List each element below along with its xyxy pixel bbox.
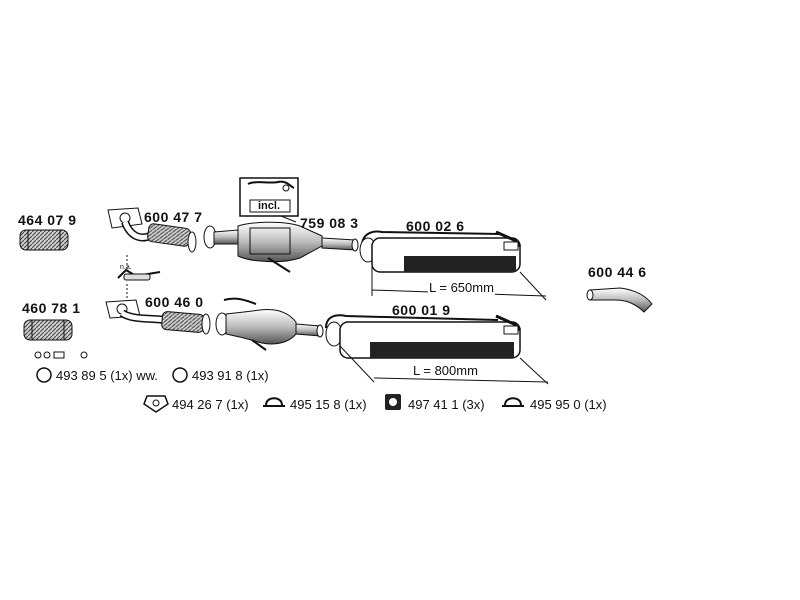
flex-pipe-464079	[19, 229, 69, 251]
ref-497411: 497 41 1 (3x)	[408, 397, 485, 412]
ref-494267: 494 26 7 (1x)	[172, 397, 249, 412]
incl-label: incl.	[258, 200, 281, 212]
gasket-ring-icon-1	[36, 367, 52, 383]
small-fittings-icon	[34, 351, 88, 359]
part-number-600460: 600 46 0	[145, 294, 204, 310]
included-kit-box	[239, 177, 299, 217]
length-label-650: L = 650mm	[428, 280, 495, 295]
ref-495158: 495 15 8 (1x)	[290, 397, 367, 412]
part-number-464079: 464 07 9	[18, 212, 77, 228]
silencer-600026	[359, 230, 547, 301]
flange-gasket-icon	[143, 395, 169, 413]
rubber-mount-icon	[385, 394, 401, 410]
tail-pipe-600446	[586, 287, 653, 313]
sensor-part	[117, 255, 161, 300]
clamp-icon-1	[263, 397, 285, 407]
clamp-icon-2	[502, 397, 524, 407]
part-number-759083: 759 08 3	[300, 215, 359, 231]
ref-493918: 493 91 8 (1x)	[192, 368, 269, 383]
part-number-600019: 600 01 9	[392, 302, 451, 318]
front-pipe-600477	[107, 207, 197, 253]
flex-pipe-460781	[23, 319, 73, 341]
catalytic-converter-759083	[203, 213, 359, 273]
part-number-600477: 600 47 7	[144, 209, 203, 225]
part-number-460781: 460 78 1	[22, 300, 81, 316]
na-label: n.a.	[120, 264, 132, 271]
ref-493895: 493 89 5 (1x) ww.	[56, 368, 158, 383]
length-label-800: L = 800mm	[412, 363, 479, 378]
part-number-600446: 600 44 6	[588, 264, 647, 280]
ref-495950: 495 95 0 (1x)	[530, 397, 607, 412]
part-number-600026: 600 02 6	[406, 218, 465, 234]
gasket-ring-icon-2	[172, 367, 188, 383]
front-pipe-600460	[105, 299, 211, 335]
silencer-600019	[325, 314, 549, 385]
catalytic-converter-lower	[215, 297, 324, 351]
